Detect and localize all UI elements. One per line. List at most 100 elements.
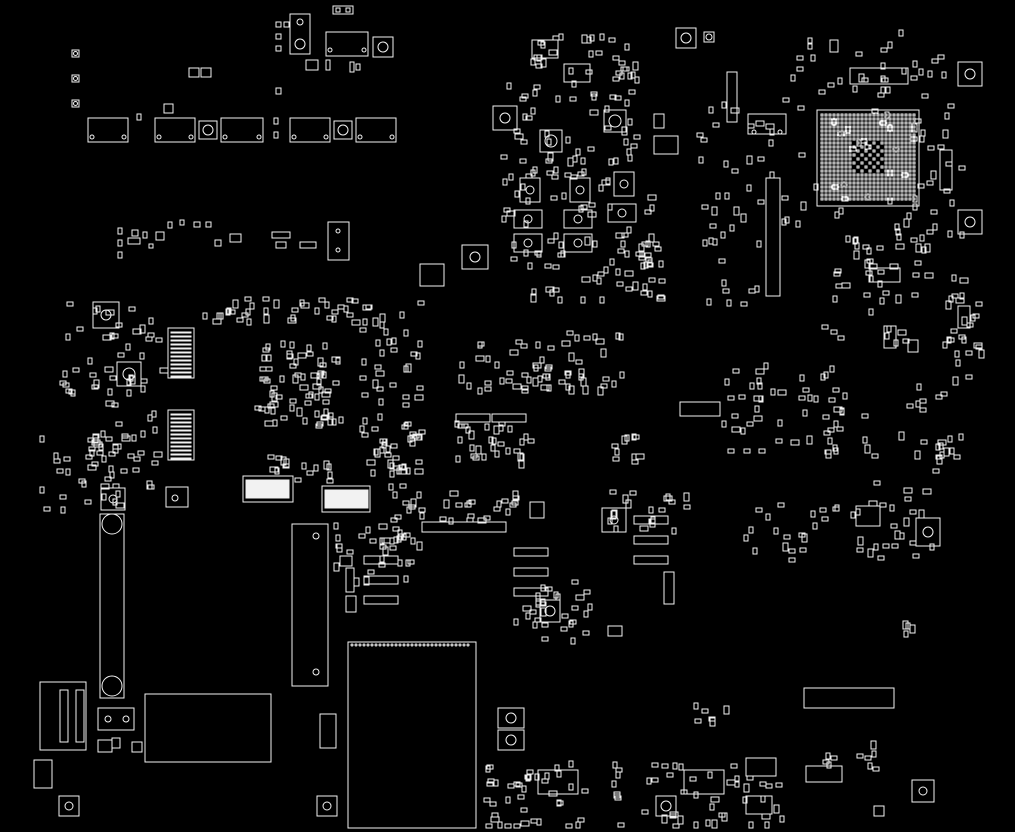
smd-pad — [84, 499, 92, 505]
bga-ball — [912, 169, 916, 173]
smd-pad — [926, 180, 934, 186]
smd-pad — [525, 612, 531, 620]
smd-pad — [598, 184, 604, 192]
smd-pad — [381, 537, 391, 544]
smd-pad — [877, 269, 885, 275]
smd-pad — [81, 480, 87, 488]
smd-pad — [511, 241, 517, 249]
left-long-connector — [97, 513, 135, 731]
bga-ball — [900, 117, 904, 121]
smd-pad — [568, 783, 574, 791]
bga-ball — [900, 193, 904, 197]
bga-ball — [912, 165, 916, 169]
smd-pad — [93, 441, 103, 448]
bga-ball — [852, 153, 856, 157]
smd-pad — [880, 62, 886, 70]
smd-pad — [918, 68, 924, 76]
smd-pad — [367, 569, 375, 575]
smd-pad — [895, 294, 902, 304]
smd-pad — [569, 619, 577, 625]
bga-ball — [852, 193, 856, 197]
smd-pad — [140, 430, 146, 438]
smd-pad — [630, 71, 636, 79]
smd-pad — [417, 340, 423, 348]
bga-ball — [828, 145, 832, 149]
bga-ball — [880, 173, 884, 177]
smd-pad — [65, 468, 71, 476]
smd-pad — [756, 240, 762, 248]
smd-pad — [822, 759, 830, 765]
smd-pad — [873, 543, 879, 551]
smd-pad — [677, 815, 684, 825]
smd-pad — [520, 343, 528, 349]
smd-pad — [917, 183, 925, 189]
smd-pad — [254, 405, 262, 411]
smd-pad — [571, 80, 577, 88]
smd-pad — [866, 247, 872, 255]
smd-pad — [378, 562, 386, 568]
smd-pad — [693, 821, 699, 829]
bga-ball — [856, 193, 860, 197]
bga-ball — [900, 189, 904, 193]
bga-ball — [864, 125, 868, 129]
bga-ball — [896, 137, 900, 141]
smd-pad — [409, 431, 417, 437]
smd-pad — [752, 547, 758, 555]
bga-ball — [900, 157, 904, 161]
smd-pad — [509, 502, 517, 508]
smd-pad — [505, 447, 511, 455]
smd-pad — [775, 438, 783, 444]
smd-pad — [551, 174, 559, 180]
smd-pad — [493, 506, 501, 512]
bga-ball — [864, 117, 868, 121]
bga-ball — [892, 169, 896, 173]
smd-pad — [514, 190, 520, 198]
bga-ball — [844, 153, 848, 157]
bga-ball — [840, 169, 844, 173]
smd-pad — [919, 407, 927, 413]
smd-pad — [505, 378, 513, 384]
smd-pad — [145, 336, 153, 342]
bga-ball — [860, 161, 864, 165]
smd-pad — [632, 281, 639, 291]
smd-pad — [906, 212, 912, 220]
bga-ball — [896, 157, 900, 161]
bga-ball — [860, 181, 864, 185]
bga-ball — [908, 153, 912, 157]
smd-pad — [338, 416, 344, 424]
smd-pad — [519, 438, 525, 446]
smd-pad — [553, 232, 559, 240]
smd-pad — [672, 823, 680, 829]
bga-ball — [832, 157, 836, 161]
bga-ball — [820, 189, 824, 193]
smd-pad — [759, 781, 767, 787]
smd-pad — [722, 288, 730, 294]
bga-ball — [828, 129, 832, 133]
bga-ball — [904, 153, 908, 157]
bga-ball — [904, 113, 908, 117]
smd-pad — [530, 293, 537, 303]
smd-pad — [536, 818, 542, 826]
smd-pad — [649, 204, 655, 212]
bga-ball — [828, 161, 832, 165]
smd-pad — [709, 223, 717, 229]
smd-pad — [899, 532, 905, 540]
smd-pad — [666, 772, 674, 778]
smd-pad — [414, 394, 424, 401]
bga-ball — [896, 165, 900, 169]
smd-pad — [827, 82, 835, 88]
smd-pad — [941, 71, 947, 79]
smd-pad — [726, 779, 736, 786]
bga-ball — [896, 173, 900, 177]
smd-pad — [795, 220, 801, 228]
top-left-mounting-holes — [71, 49, 80, 108]
smd-pad — [565, 383, 571, 391]
smd-pad — [520, 139, 528, 145]
smd-pad — [396, 535, 402, 543]
smd-pad — [146, 480, 153, 490]
bga-ball — [892, 121, 896, 125]
smd-pad — [604, 105, 610, 113]
smd-pad — [731, 413, 739, 419]
